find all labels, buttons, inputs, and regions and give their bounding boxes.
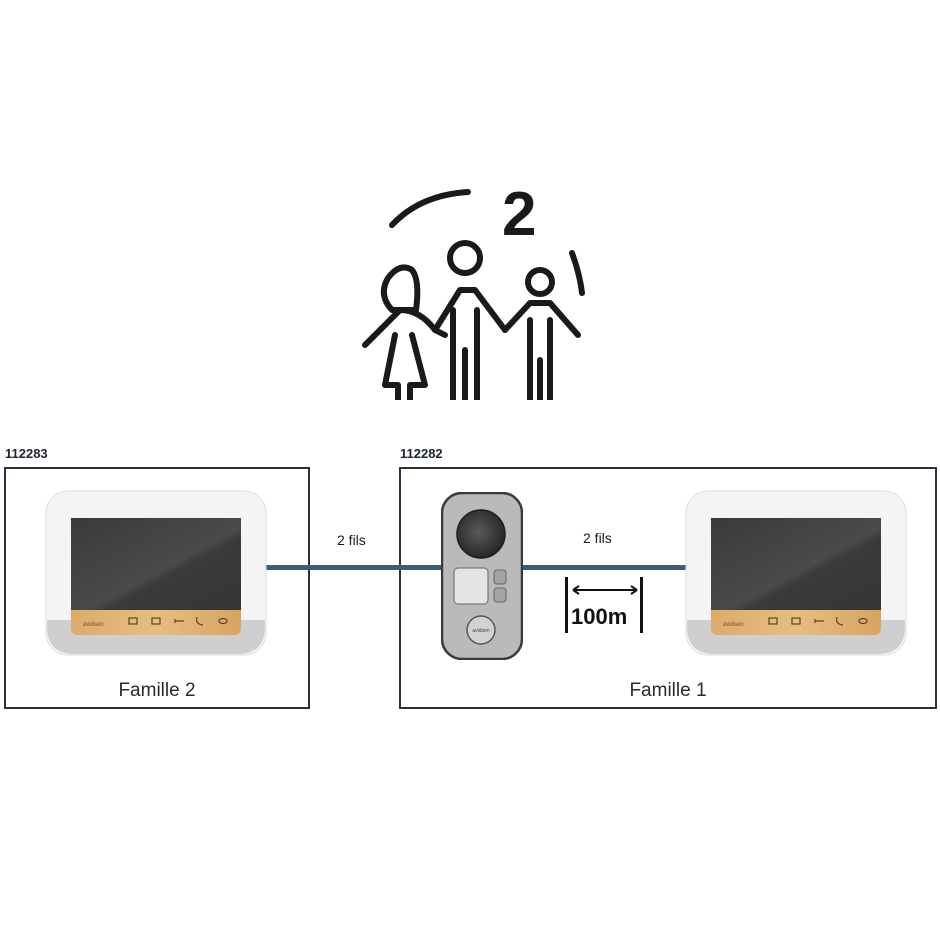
key-icon: [174, 619, 184, 623]
family-count: 2: [502, 180, 536, 249]
boy-head: [525, 267, 555, 297]
famille-1-box: [399, 467, 937, 709]
outdoor-door-station: avidsen: [441, 492, 523, 660]
distance-bar-left: [565, 577, 568, 633]
phone-icon: [196, 616, 204, 626]
gallery-icon: [791, 617, 801, 625]
camera-icon: [768, 617, 778, 625]
distance-bar-right: [640, 577, 643, 633]
wire-famille-2: [266, 565, 444, 570]
brand-logo: avidsen: [83, 622, 104, 628]
family-icon: 2: [362, 180, 585, 400]
call-button: [466, 615, 496, 645]
wire-famille-1: [520, 565, 688, 570]
man-head: [447, 240, 483, 276]
button-bottom: [493, 587, 507, 603]
eye-icon: [858, 617, 868, 625]
product-code-famille-2: 112283: [5, 446, 48, 461]
product-code-famille-1: 112282: [400, 446, 443, 461]
brand-logo: avidsen: [723, 622, 744, 628]
famille-2-label: Famille 2: [118, 680, 196, 701]
arc-left: [389, 189, 471, 228]
svg-text:avidsen: avidsen: [472, 628, 489, 634]
indoor-monitor-famille-2: avidsen: [45, 490, 267, 656]
phone-icon: [836, 616, 844, 626]
wire-label-famille-1: 2 fils: [583, 530, 612, 546]
indoor-monitor-famille-1: avidsen: [685, 490, 907, 656]
double-arrow-icon: [572, 585, 638, 595]
girl-head: [380, 264, 421, 313]
eye-icon: [218, 617, 228, 625]
camera-lens-icon: [456, 509, 506, 559]
distance-label: 100m: [571, 604, 628, 629]
famille-1-label: Famille 1: [629, 680, 707, 701]
wire-label-famille-2: 2 fils: [337, 532, 366, 548]
camera-icon: [128, 617, 138, 625]
gallery-icon: [151, 617, 161, 625]
button-top: [493, 569, 507, 585]
famille-2-box: [4, 467, 310, 709]
arc-right: [569, 250, 585, 296]
key-icon: [814, 619, 824, 623]
name-label-plate: [453, 567, 489, 605]
